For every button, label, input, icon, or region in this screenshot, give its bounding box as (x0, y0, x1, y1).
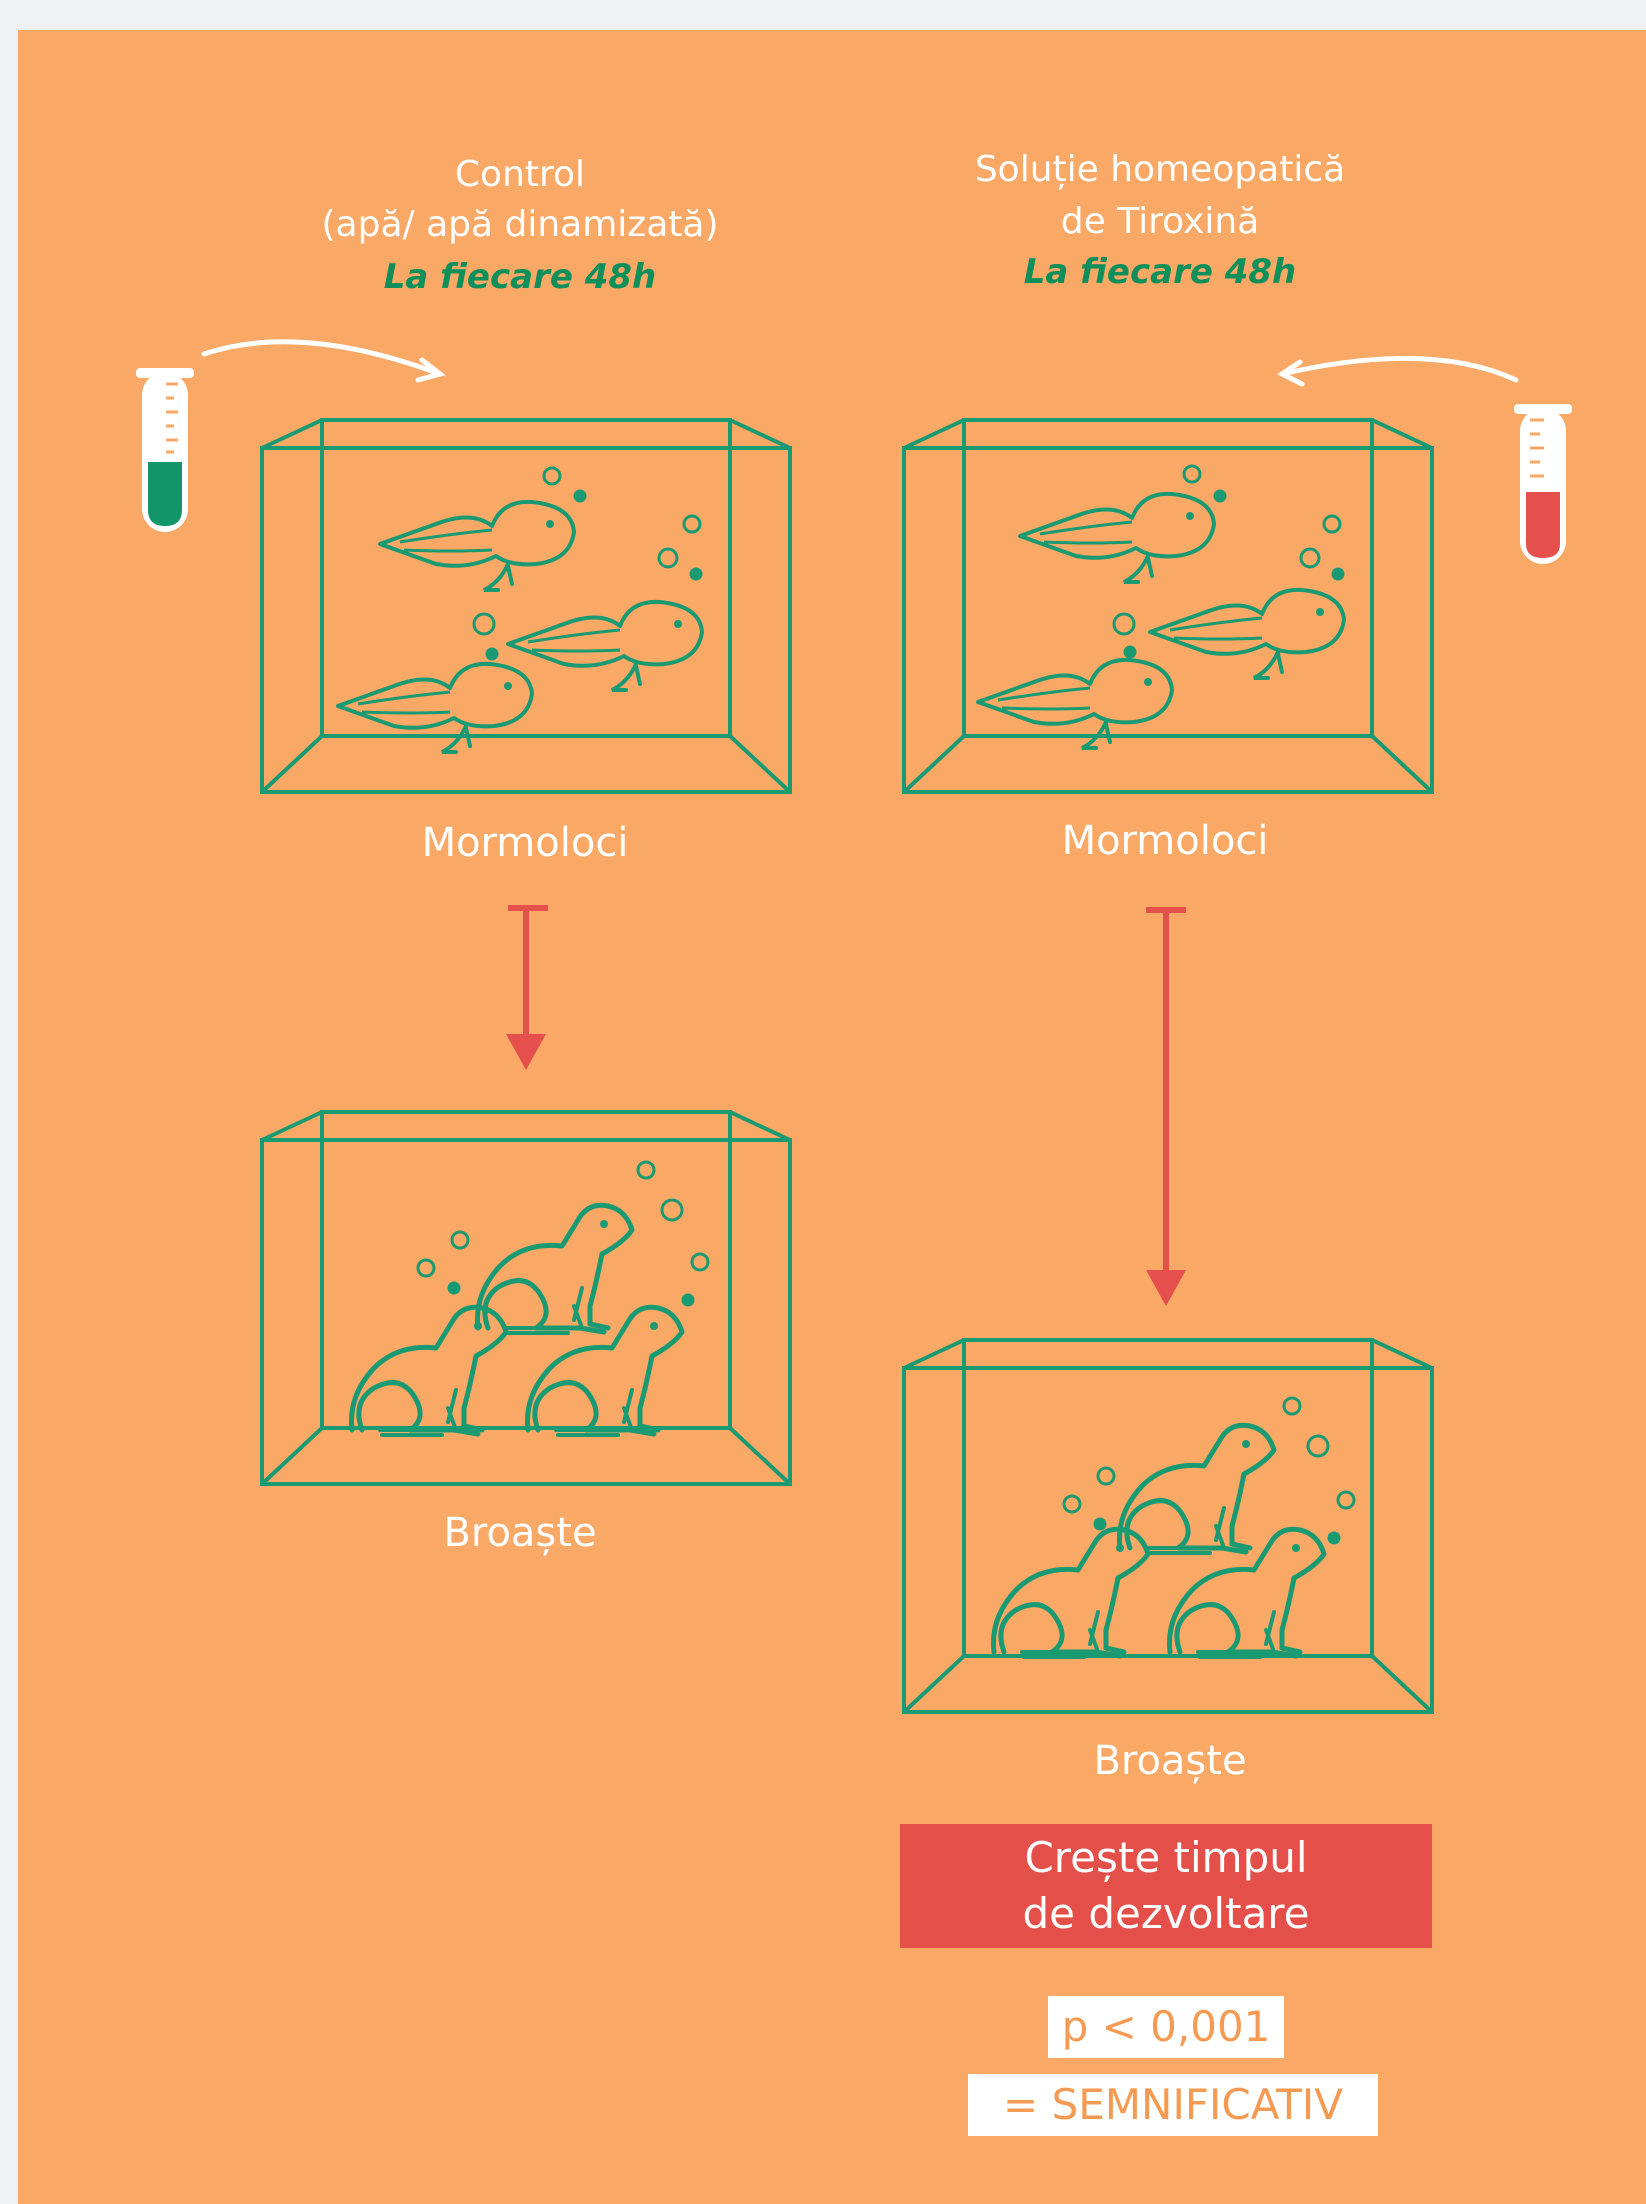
bubble-icon (1064, 1398, 1354, 1543)
tadpole-icon (380, 502, 574, 590)
frog-icon (477, 1205, 632, 1333)
frog-icon (993, 1529, 1148, 1657)
aquarium-tank-icon (904, 420, 1432, 792)
curved-arrow-icon (1282, 358, 1516, 384)
curved-arrow-icon (204, 342, 440, 380)
tadpole-icon (1150, 590, 1344, 678)
aquarium-tank-icon (904, 1340, 1432, 1712)
frog-icon (351, 1307, 506, 1435)
down-arrow-icon (1146, 910, 1186, 1306)
down-arrow-icon (506, 908, 548, 1070)
bubble-icon (418, 1162, 708, 1305)
tadpole-icon (508, 602, 702, 690)
aquarium-tank-icon (262, 420, 790, 792)
frog-icon (1119, 1425, 1274, 1553)
tadpole-icon (1020, 494, 1214, 582)
test-tube-icon (136, 368, 194, 532)
test-tube-icon (1514, 404, 1572, 564)
tadpole-icon (338, 664, 532, 752)
